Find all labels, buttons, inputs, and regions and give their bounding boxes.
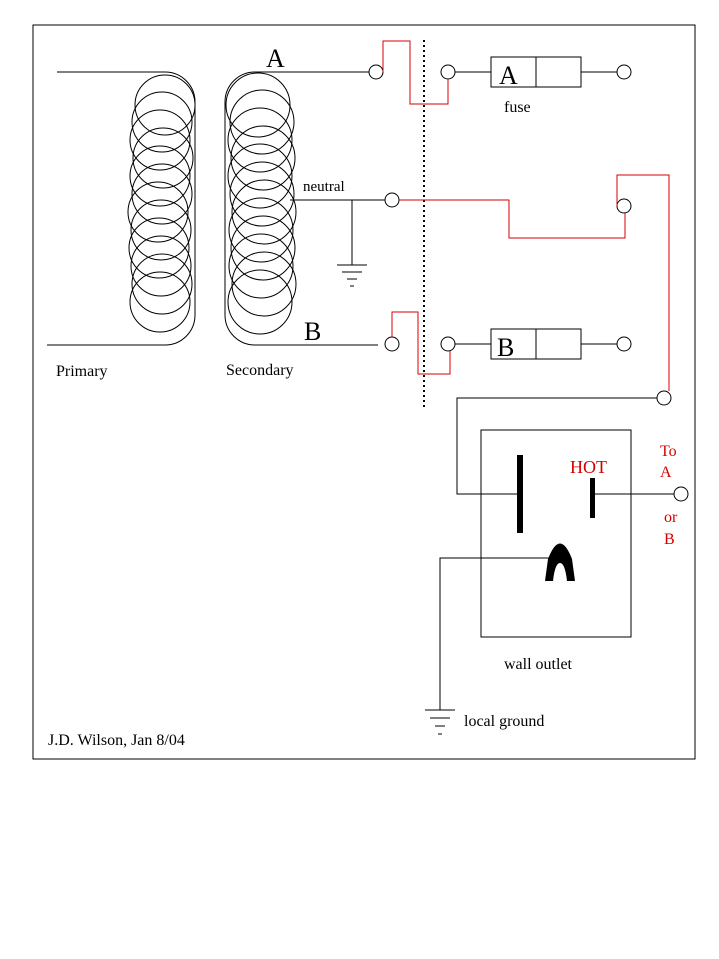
fuse-a <box>455 56 617 88</box>
outlet-hot-slot <box>590 478 595 518</box>
wall-outlet <box>480 429 632 638</box>
terminal-outlet-neutral <box>656 390 672 406</box>
terminal-neutral-transformer <box>384 192 400 208</box>
diagram-frame <box>32 24 696 760</box>
or-label: or <box>664 509 678 526</box>
terminal-hot <box>673 486 689 502</box>
outlet-ground-wire <box>439 557 560 710</box>
fuse-b <box>455 328 617 360</box>
neutral-red-wire <box>399 199 626 239</box>
outlet-wires <box>439 397 674 710</box>
wall-outlet-label: wall outlet <box>504 656 573 673</box>
terminal-b-fuse-out <box>616 336 632 352</box>
terminal-b-transformer <box>384 336 400 352</box>
local-ground-symbol <box>425 709 455 735</box>
fuse-a-label: A <box>499 61 518 90</box>
local-ground-label: local ground <box>464 713 544 730</box>
secondary-label: Secondary <box>226 362 294 379</box>
terminals <box>368 64 689 502</box>
phase-a-label: A <box>266 44 285 73</box>
jumper-b <box>391 311 451 375</box>
neutral-to-outlet-wire <box>616 174 670 391</box>
terminal-neutral-house <box>616 198 632 214</box>
terminal-a-transformer <box>368 64 384 80</box>
jumper-a <box>382 40 449 105</box>
primary-winding <box>47 71 196 346</box>
red-wires <box>382 40 670 391</box>
outlet-neutral-wire <box>456 397 657 495</box>
fuse-b-label: B <box>497 333 514 362</box>
outlet-ground-hole <box>545 543 575 581</box>
to-a-label: A <box>660 464 672 481</box>
neutral-wire <box>290 199 385 265</box>
outlet-box <box>480 429 632 638</box>
fuse-label: fuse <box>504 99 531 116</box>
credit-label: J.D. Wilson, Jan 8/04 <box>48 732 185 749</box>
terminal-a-house <box>440 64 456 80</box>
phase-b-label: B <box>304 317 321 346</box>
neutral-ground-symbol <box>337 264 367 287</box>
terminal-b-house <box>440 336 456 352</box>
secondary-winding <box>224 71 378 346</box>
primary-label: Primary <box>56 363 108 380</box>
terminal-a-fuse-out <box>616 64 632 80</box>
to-label: To <box>660 443 677 460</box>
hot-label: HOT <box>570 457 607 477</box>
neutral-label: neutral <box>303 179 345 195</box>
to-b-label: B <box>664 531 675 548</box>
